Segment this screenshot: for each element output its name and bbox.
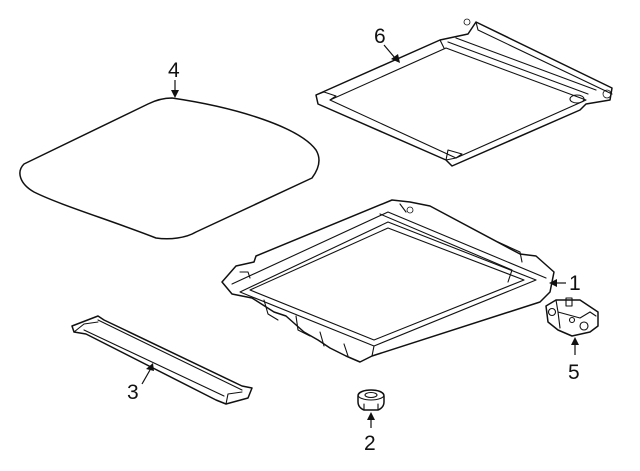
part-2-grommet bbox=[357, 389, 385, 411]
part-6-sunshade bbox=[315, 18, 613, 167]
part-5-motor bbox=[545, 297, 599, 337]
leader-lines bbox=[141, 44, 579, 428]
callout-2: 2 bbox=[364, 432, 376, 455]
callout-1: 1 bbox=[569, 272, 581, 295]
callout-4: 4 bbox=[168, 59, 180, 82]
callout-5: 5 bbox=[568, 361, 580, 384]
part-4-glass-panel bbox=[19, 97, 320, 240]
part-1-sunroof-frame bbox=[221, 199, 555, 363]
callout-6: 6 bbox=[374, 25, 386, 48]
callout-3: 3 bbox=[127, 381, 139, 404]
callout-labels: 4 6 1 3 5 2 bbox=[127, 25, 581, 455]
part-3-wind-deflector bbox=[71, 315, 253, 405]
